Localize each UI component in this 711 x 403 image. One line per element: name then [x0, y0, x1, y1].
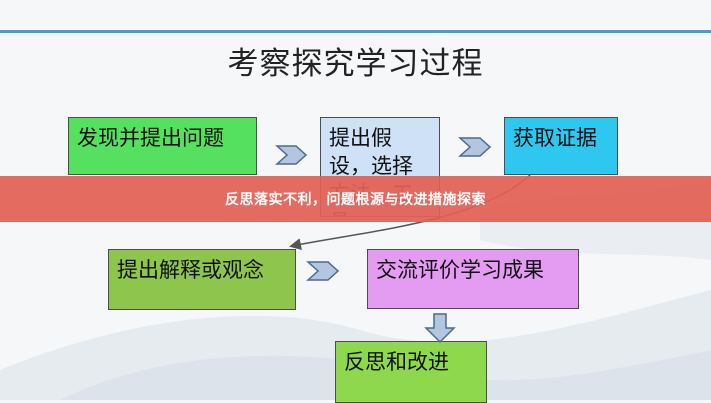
step-reflect-improve: 反思和改进 [335, 341, 487, 403]
step-gather-evidence: 获取证据 [504, 117, 618, 175]
step-communicate-evaluate: 交流评价学习成果 [367, 249, 579, 309]
chevron-arrow-2-icon [458, 137, 492, 157]
step-explanation: 提出解释或观念 [108, 249, 296, 310]
down-arrow-icon [424, 313, 456, 344]
caption-banner: 反思落实不利，问题根源与改进措施探索 [0, 176, 711, 222]
chevron-arrow-3-icon [306, 261, 340, 281]
step-discover-question: 发现并提出问题 [68, 117, 257, 175]
diagram-title: 考察探究学习过程 [227, 46, 484, 82]
banner-caption: 反思落实不利，问题根源与改进措施探索 [225, 192, 486, 208]
chevron-arrow-1-icon [275, 145, 308, 165]
top-rule [0, 30, 711, 33]
